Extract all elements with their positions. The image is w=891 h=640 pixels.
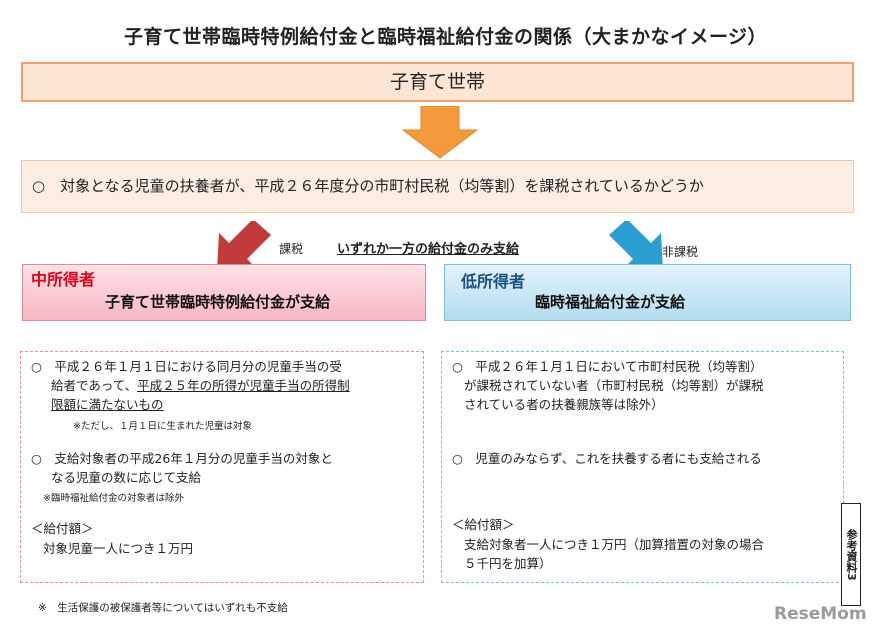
reference-tag: 参考資料3 [841,503,861,606]
low-item1-line1: ○ 平成２６年１月１日において市町村民税（均等割） [452,359,763,374]
down-arrow-icon [401,106,479,159]
low-income-heading: 低所得者 [461,272,526,291]
middle-income-heading: 中所得者 [31,270,96,289]
middle-amount-heading: ＜給付額＞ [31,521,94,536]
right-down-arrow-icon [609,221,663,267]
low-amount-heading: ＜給付額＞ [452,517,515,532]
middle-income-details: ○ 平成２６年１月１日における同月分の児童手当の受 給者であって、平成２５年の所… [20,351,424,583]
taxed-label: 課税 [279,242,304,256]
condition-text: ○ 対象となる児童の扶養者が、平成２６年度分の市町村民税（均等割）を課税されてい… [32,177,704,195]
middle-item1-note: ※ただし、１月１日に生まれた児童は対象 [73,421,252,432]
low-income-details: ○ 平成２６年１月１日において市町村民税（均等割） が課税されていない者（市町村… [441,351,844,583]
middle-item2-note: ※臨時福祉給付金の対象者は除外 [43,493,184,504]
middle-item1-line1: ○ 平成２６年１月１日における同月分の児童手当の受 [31,359,342,374]
nontaxed-label: 非課税 [662,245,699,259]
watermark-logo: ReseMom [774,604,867,624]
middle-item1-line3: 限額に満たないもの [51,397,164,412]
low-item1-line2: が課税されていない者（市町村民税（均等割）が課税 [464,378,764,393]
household-box: 子育て世帯 [21,62,854,102]
low-income-subheading: 臨時福祉給付金が支給 [535,293,686,311]
middle-item1-line2: 給者であって、平成２５年の所得が児童手当の所得制 [51,377,350,395]
left-down-arrow-icon [217,221,271,267]
low-amount-line1: 支給対象者一人につき１万円（加算措置の対象の場合 [464,537,765,552]
page-title: 子育て世帯臨時特例給付金と臨時福祉給付金の関係（大まかなイメージ） [123,26,768,48]
middle-amount-text: 対象児童一人につき１万円 [43,541,194,556]
bottom-note: ※ 生活保護の被保護者等についてはいずれも不支給 [38,602,288,614]
low-income-box: 低所得者 臨時福祉給付金が支給 [444,264,851,321]
household-label: 子育て世帯 [389,71,485,93]
middle-income-box: 中所得者 子育て世帯臨時特例給付金が支給 [22,264,426,321]
middle-item1-line2-plain: 給者であって、 [51,378,138,393]
exclusive-label: いずれか一方の給付金のみ支給 [337,242,520,257]
low-item1-line3: されている者の扶養親族等は除外） [464,397,664,412]
middle-income-subheading: 子育て世帯臨時特例給付金が支給 [105,293,331,311]
low-amount-line2: ５千円を加算） [464,556,552,571]
middle-item2-line1: ○ 支給対象者の平成26年１月分の児童手当の対象と [31,451,333,466]
middle-item2-line2: なる児童の数に応じて支給 [51,470,202,485]
low-item2: ○ 児童のみならず、これを扶養する者にも支給される [452,451,762,466]
condition-box: ○ 対象となる児童の扶養者が、平成２６年度分の市町村民税（均等割）を課税されてい… [21,160,854,213]
middle-item1-line2-underlined: 平成２５年の所得が児童手当の所得制 [137,378,350,393]
